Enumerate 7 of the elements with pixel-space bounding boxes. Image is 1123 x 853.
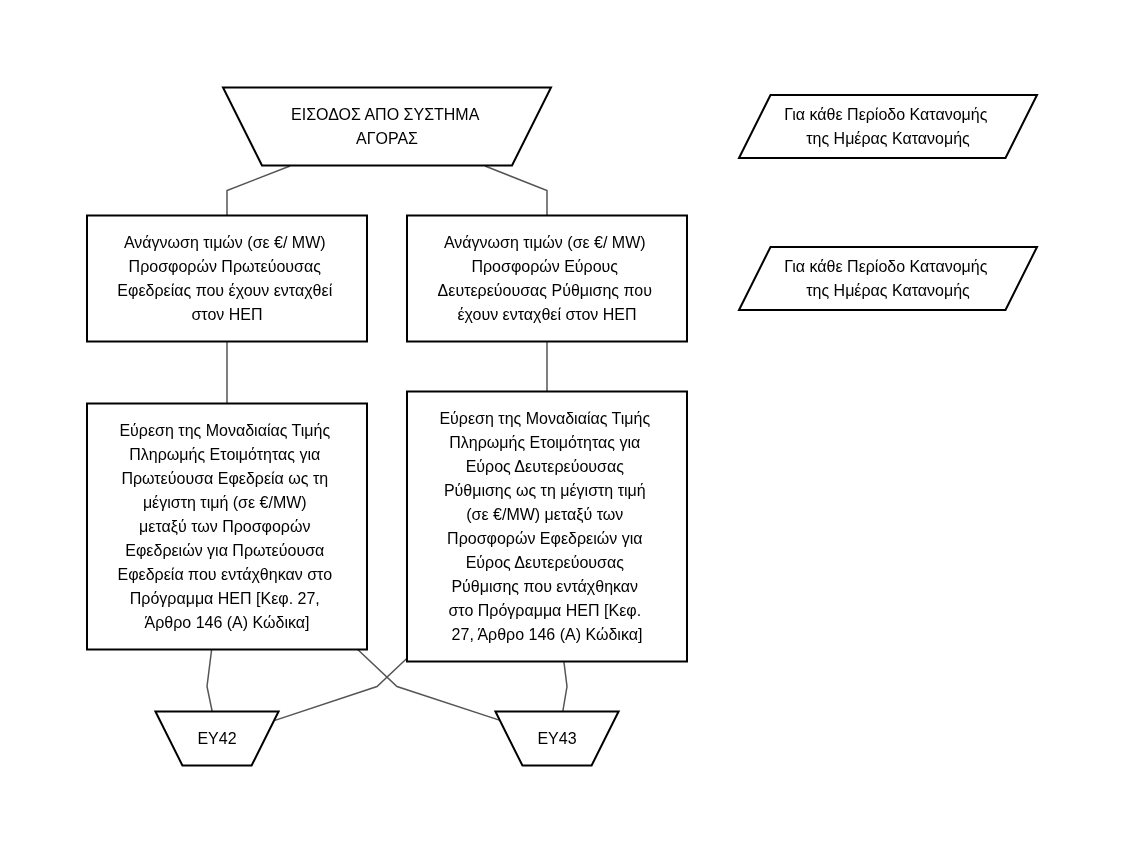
node-box: Εύρεση της Μοναδιαίας Τιμής Πληρωμής Ετοιμότητας για Πρωτεύουσα Εφεδρεία ως τη μέγιστη τιμή (σε €/MW) μεταξύ των Προσφορών Εφεδρειών για Πρωτεύουσα Εφεδρεία που εντάχθηκαν στο Πρόγραμμα ΗΕΠ [Κεφ. 27, Άρθρο 146 (Α) Κώδικα] [85, 402, 368, 651]
node-box: Ανάγνωση τιμών (σε €/ MW) Προσφορών Πρωτεύουσας Εφεδρείας που έχουν ενταχθεί στον ΗΕΠ [85, 214, 368, 343]
connector [225, 340, 228, 405]
connector [545, 340, 548, 393]
connector [273, 657, 408, 722]
node-box: Ανάγνωση τιμών (σε €/ MW) Προσφορών Εύρους Δευτερεύουσας Ρύθμισης που έχουν ενταχθεί στον ΗΕΠ [405, 214, 688, 343]
node-box: Εύρεση της Μοναδιαίας Τιμής Πληρωμής Ετοιμότητας για Εύρος Δευτερεύουσας Ρύθμισης ως τη μέγιστη τιμή (σε €/MW) μεταξύ των Προσφορών Εφεδρειών για Εύρος Δευτερεύουσας Ρύθμισης που εντάχθηκαν στο Πρόγραμμα ΗΕΠ [Κεφ. 27, Άρθρο 146 (Α) Κώδικα] [405, 390, 688, 663]
